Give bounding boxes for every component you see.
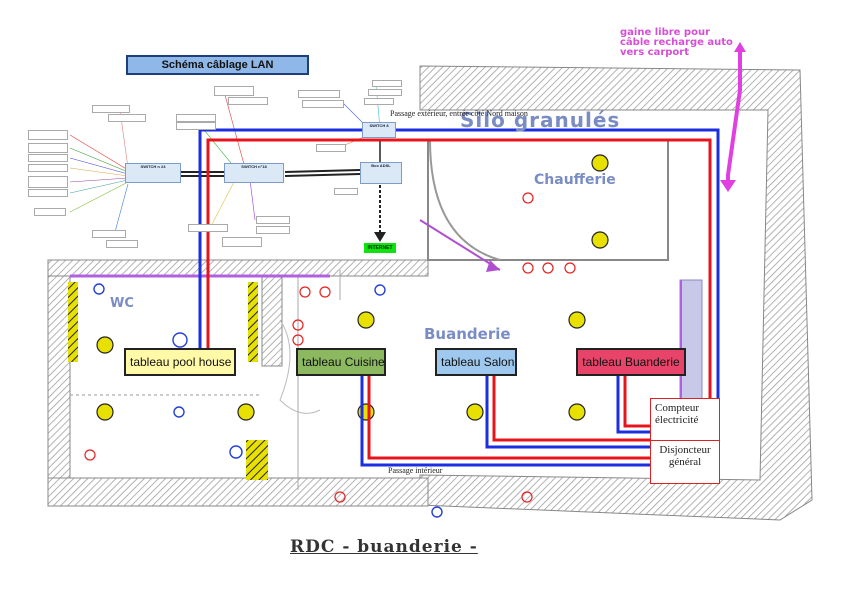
blue-symbols (93, 283, 443, 518)
lan-schema-title: Schéma câblage LAN (126, 55, 309, 75)
gaine-note: gaine libre pour câble recharge auto ver… (620, 28, 733, 58)
walls (47, 65, 813, 521)
lan-endpoint (256, 216, 290, 224)
switch-left: SWITCH n 24 (125, 163, 181, 183)
lamp-fixtures (96, 154, 609, 421)
switch-top: SWITCH 8 (362, 122, 396, 138)
plan-title: RDC - buanderie - (290, 537, 478, 557)
lan-endpoint (372, 80, 402, 87)
lan-endpoint (28, 143, 68, 153)
lan-endpoint (188, 224, 228, 232)
disjoncteur-label: Disjoncteur général (659, 444, 711, 468)
lan-wiring (69, 84, 386, 242)
lan-endpoint (28, 154, 68, 162)
internet-box: INTERNET (364, 243, 396, 253)
panel-salon: tableau Salon (435, 348, 517, 376)
panel-pool-house: tableau pool house (124, 348, 236, 376)
lan-endpoint (298, 90, 340, 98)
lan-endpoint (256, 226, 290, 234)
passage-interieur-note: Passage intérieur (388, 466, 443, 475)
lan-endpoint (368, 89, 402, 96)
panel-buanderie: tableau Buanderie (576, 348, 686, 376)
box-adsl: Box ADSL (360, 162, 402, 184)
lan-endpoint (302, 100, 344, 108)
silo-label: Silo granulés (460, 108, 621, 132)
lan-endpoint (176, 122, 216, 130)
lan-endpoint (334, 188, 358, 195)
passage-exterieur-note: Passage extérieur, entrée côté Nord mais… (390, 109, 528, 118)
gaine-line: câble recharge auto (620, 37, 733, 48)
lan-endpoint (34, 208, 66, 216)
panel-cuisine: tableau Cuisine (296, 348, 386, 376)
compteur-label: Compteur électricité (651, 399, 719, 441)
outlet-symbols (84, 192, 576, 503)
gaine-line: vers carport (620, 47, 690, 58)
lan-endpoint (28, 176, 68, 188)
lan-endpoint (28, 189, 68, 197)
switch-mid: SWITCH n°18 (224, 163, 284, 183)
meter-box: Compteur électricité Disjoncteur général (650, 398, 720, 484)
lan-endpoint (222, 237, 262, 247)
gaine-line: gaine libre pour (620, 27, 711, 38)
lan-endpoint (92, 230, 126, 238)
lan-endpoint (364, 98, 394, 105)
lan-endpoint (28, 130, 68, 140)
lan-endpoint (92, 105, 130, 113)
lan-endpoint (108, 114, 146, 122)
lan-endpoint (28, 164, 68, 172)
lan-endpoint (214, 86, 254, 96)
lan-endpoint (106, 240, 138, 248)
chaufferie-label: Chaufferie (534, 172, 616, 188)
buanderie-room-label: Buanderie (424, 325, 511, 343)
lan-endpoint (176, 114, 216, 122)
lan-endpoint (228, 97, 268, 105)
wc-label: WC (110, 296, 134, 311)
lan-endpoint (316, 144, 346, 152)
